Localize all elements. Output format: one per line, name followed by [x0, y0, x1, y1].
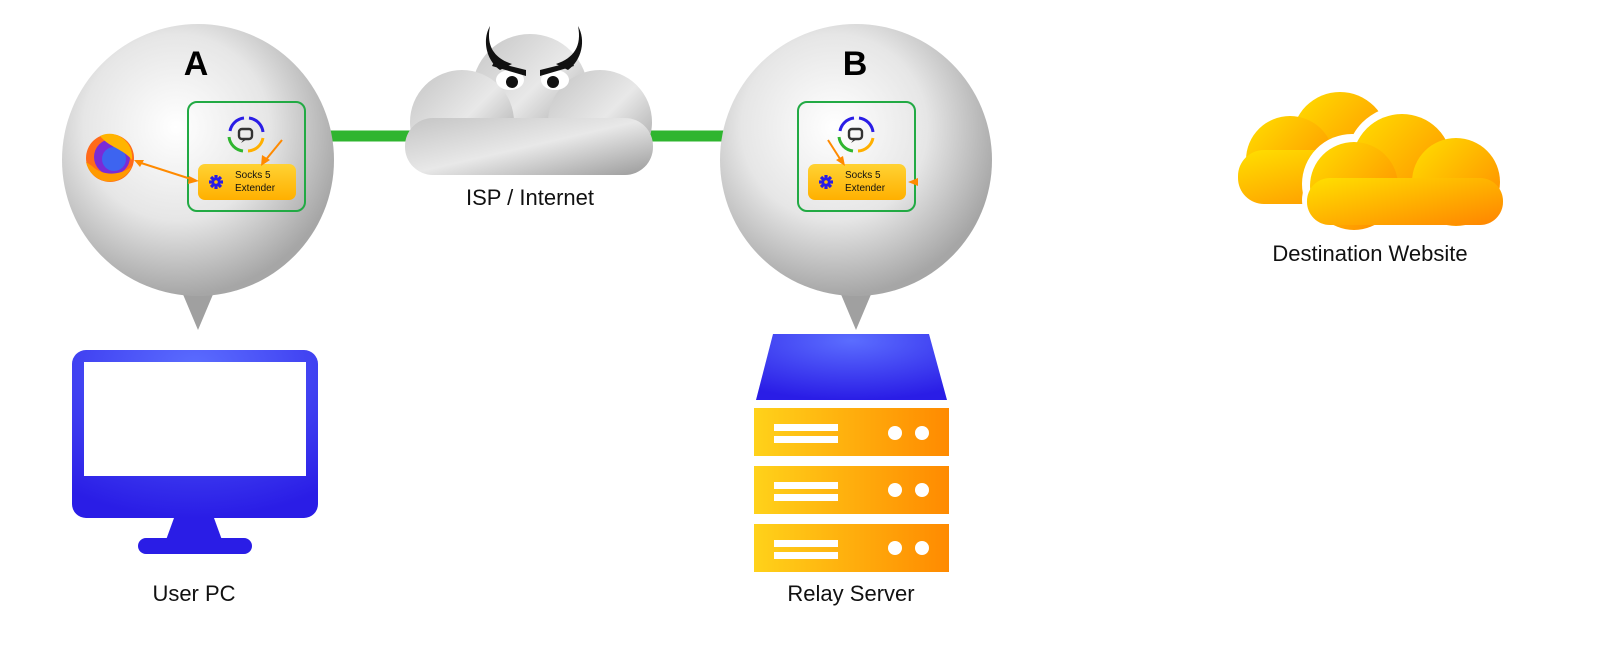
user-pc: User PC [72, 350, 318, 606]
extender-a-line2: Extender [235, 183, 276, 194]
server-icon [754, 334, 949, 572]
module-box-b [797, 101, 916, 212]
extender-a[interactable]: Socks 5 Extender [198, 164, 296, 200]
server-unit [754, 524, 949, 572]
devil-horns-icon [485, 26, 583, 90]
isp-label: ISP / Internet [466, 185, 594, 210]
module-box-a [187, 101, 306, 212]
relay-server: Relay Server [754, 334, 949, 606]
extender-b-line2: Extender [845, 183, 886, 194]
bubble-a: A Socks 5 Extender [62, 24, 334, 330]
local-link-b [827, 139, 845, 166]
isp-cloud: ISP / Internet [405, 26, 653, 210]
extender-b[interactable]: Socks 5 Extender [808, 164, 906, 200]
gear-icon [819, 175, 833, 189]
gear-icon [209, 175, 223, 189]
bubble-b: B Socks 5 Extender [720, 24, 992, 330]
node-b-letter: B [843, 45, 868, 83]
user-pc-label: User PC [152, 581, 235, 606]
firefox-icon [86, 133, 134, 182]
destination-label: Destination Website [1272, 241, 1467, 266]
extender-b-line1: Socks 5 [845, 170, 881, 181]
destination-cloud: Destination Website [1238, 92, 1508, 266]
monitor-icon [72, 350, 318, 554]
local-link-a [134, 139, 283, 184]
server-unit [754, 408, 949, 456]
server-unit [754, 466, 949, 514]
extender-a-line1: Socks 5 [235, 170, 271, 181]
relay-server-label: Relay Server [787, 581, 914, 606]
node-a-letter: A [184, 45, 209, 83]
